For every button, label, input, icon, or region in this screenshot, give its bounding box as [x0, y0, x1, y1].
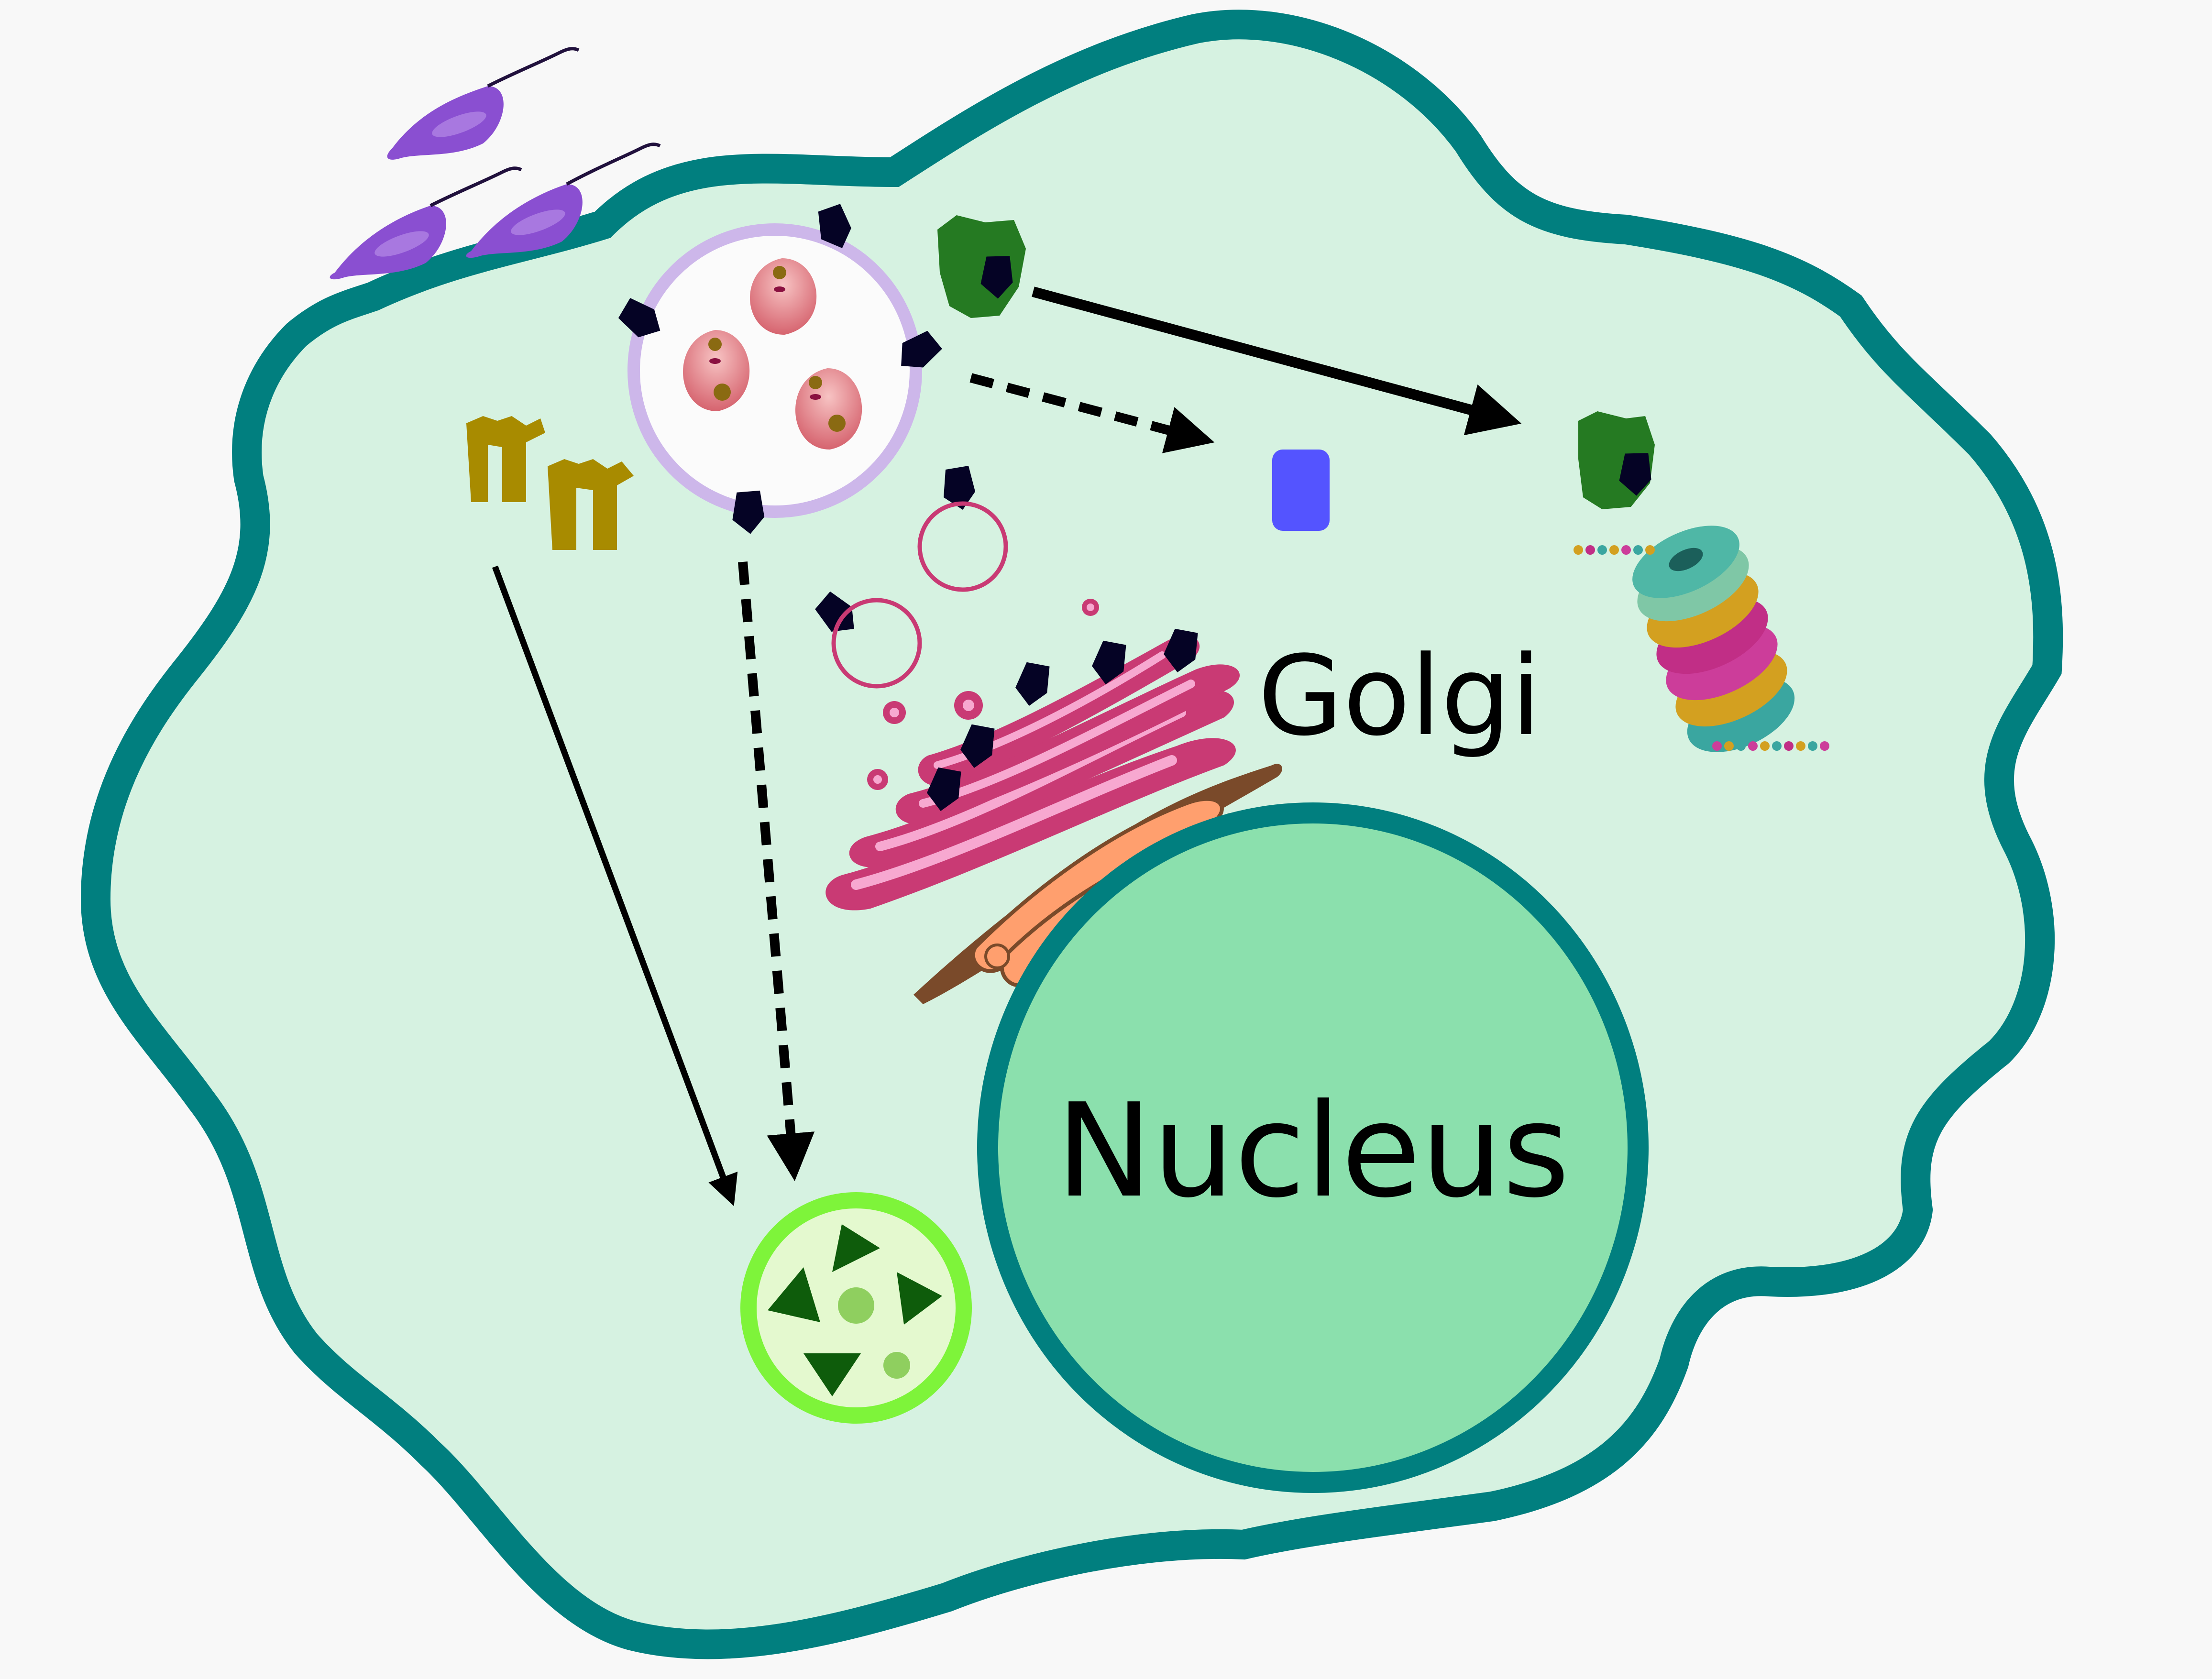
- parasite-icon: [330, 166, 522, 280]
- golden-protein-icon: [466, 416, 545, 502]
- nucleus: [977, 802, 1649, 1493]
- proteasome-icon: [1632, 526, 1795, 752]
- vesicle: [831, 598, 922, 689]
- parasitophorous-vacuole: [627, 223, 922, 518]
- lysosome: [740, 1192, 972, 1424]
- parasite-icon: [387, 47, 580, 160]
- vesicle: [917, 501, 1008, 592]
- golden-protein-icon: [548, 459, 634, 550]
- parasites: [330, 47, 661, 280]
- arrow-solid: [492, 565, 738, 1207]
- infected-cell-icon: [683, 330, 750, 411]
- peptide-chain-icon: [1574, 545, 1829, 751]
- arrow-dashed: [969, 373, 1215, 453]
- arrow-dashed: [738, 561, 815, 1181]
- arrows: [492, 286, 1522, 1207]
- blue-block-icon: [1272, 450, 1330, 531]
- green-protein-icon: [1578, 411, 1655, 509]
- golgi-label: Golgi: [1258, 633, 1541, 760]
- proteasome-complex: [1574, 411, 1829, 752]
- green-protein-icon: [937, 215, 1026, 318]
- infected-cell-icon: [795, 368, 862, 450]
- parasite-icon: [466, 143, 661, 258]
- arrow-solid: [1032, 286, 1522, 436]
- golgi-apparatus: [825, 599, 1240, 911]
- infected-cell-icon: [750, 258, 817, 335]
- nucleus-label: Nucleus: [1056, 1075, 1570, 1226]
